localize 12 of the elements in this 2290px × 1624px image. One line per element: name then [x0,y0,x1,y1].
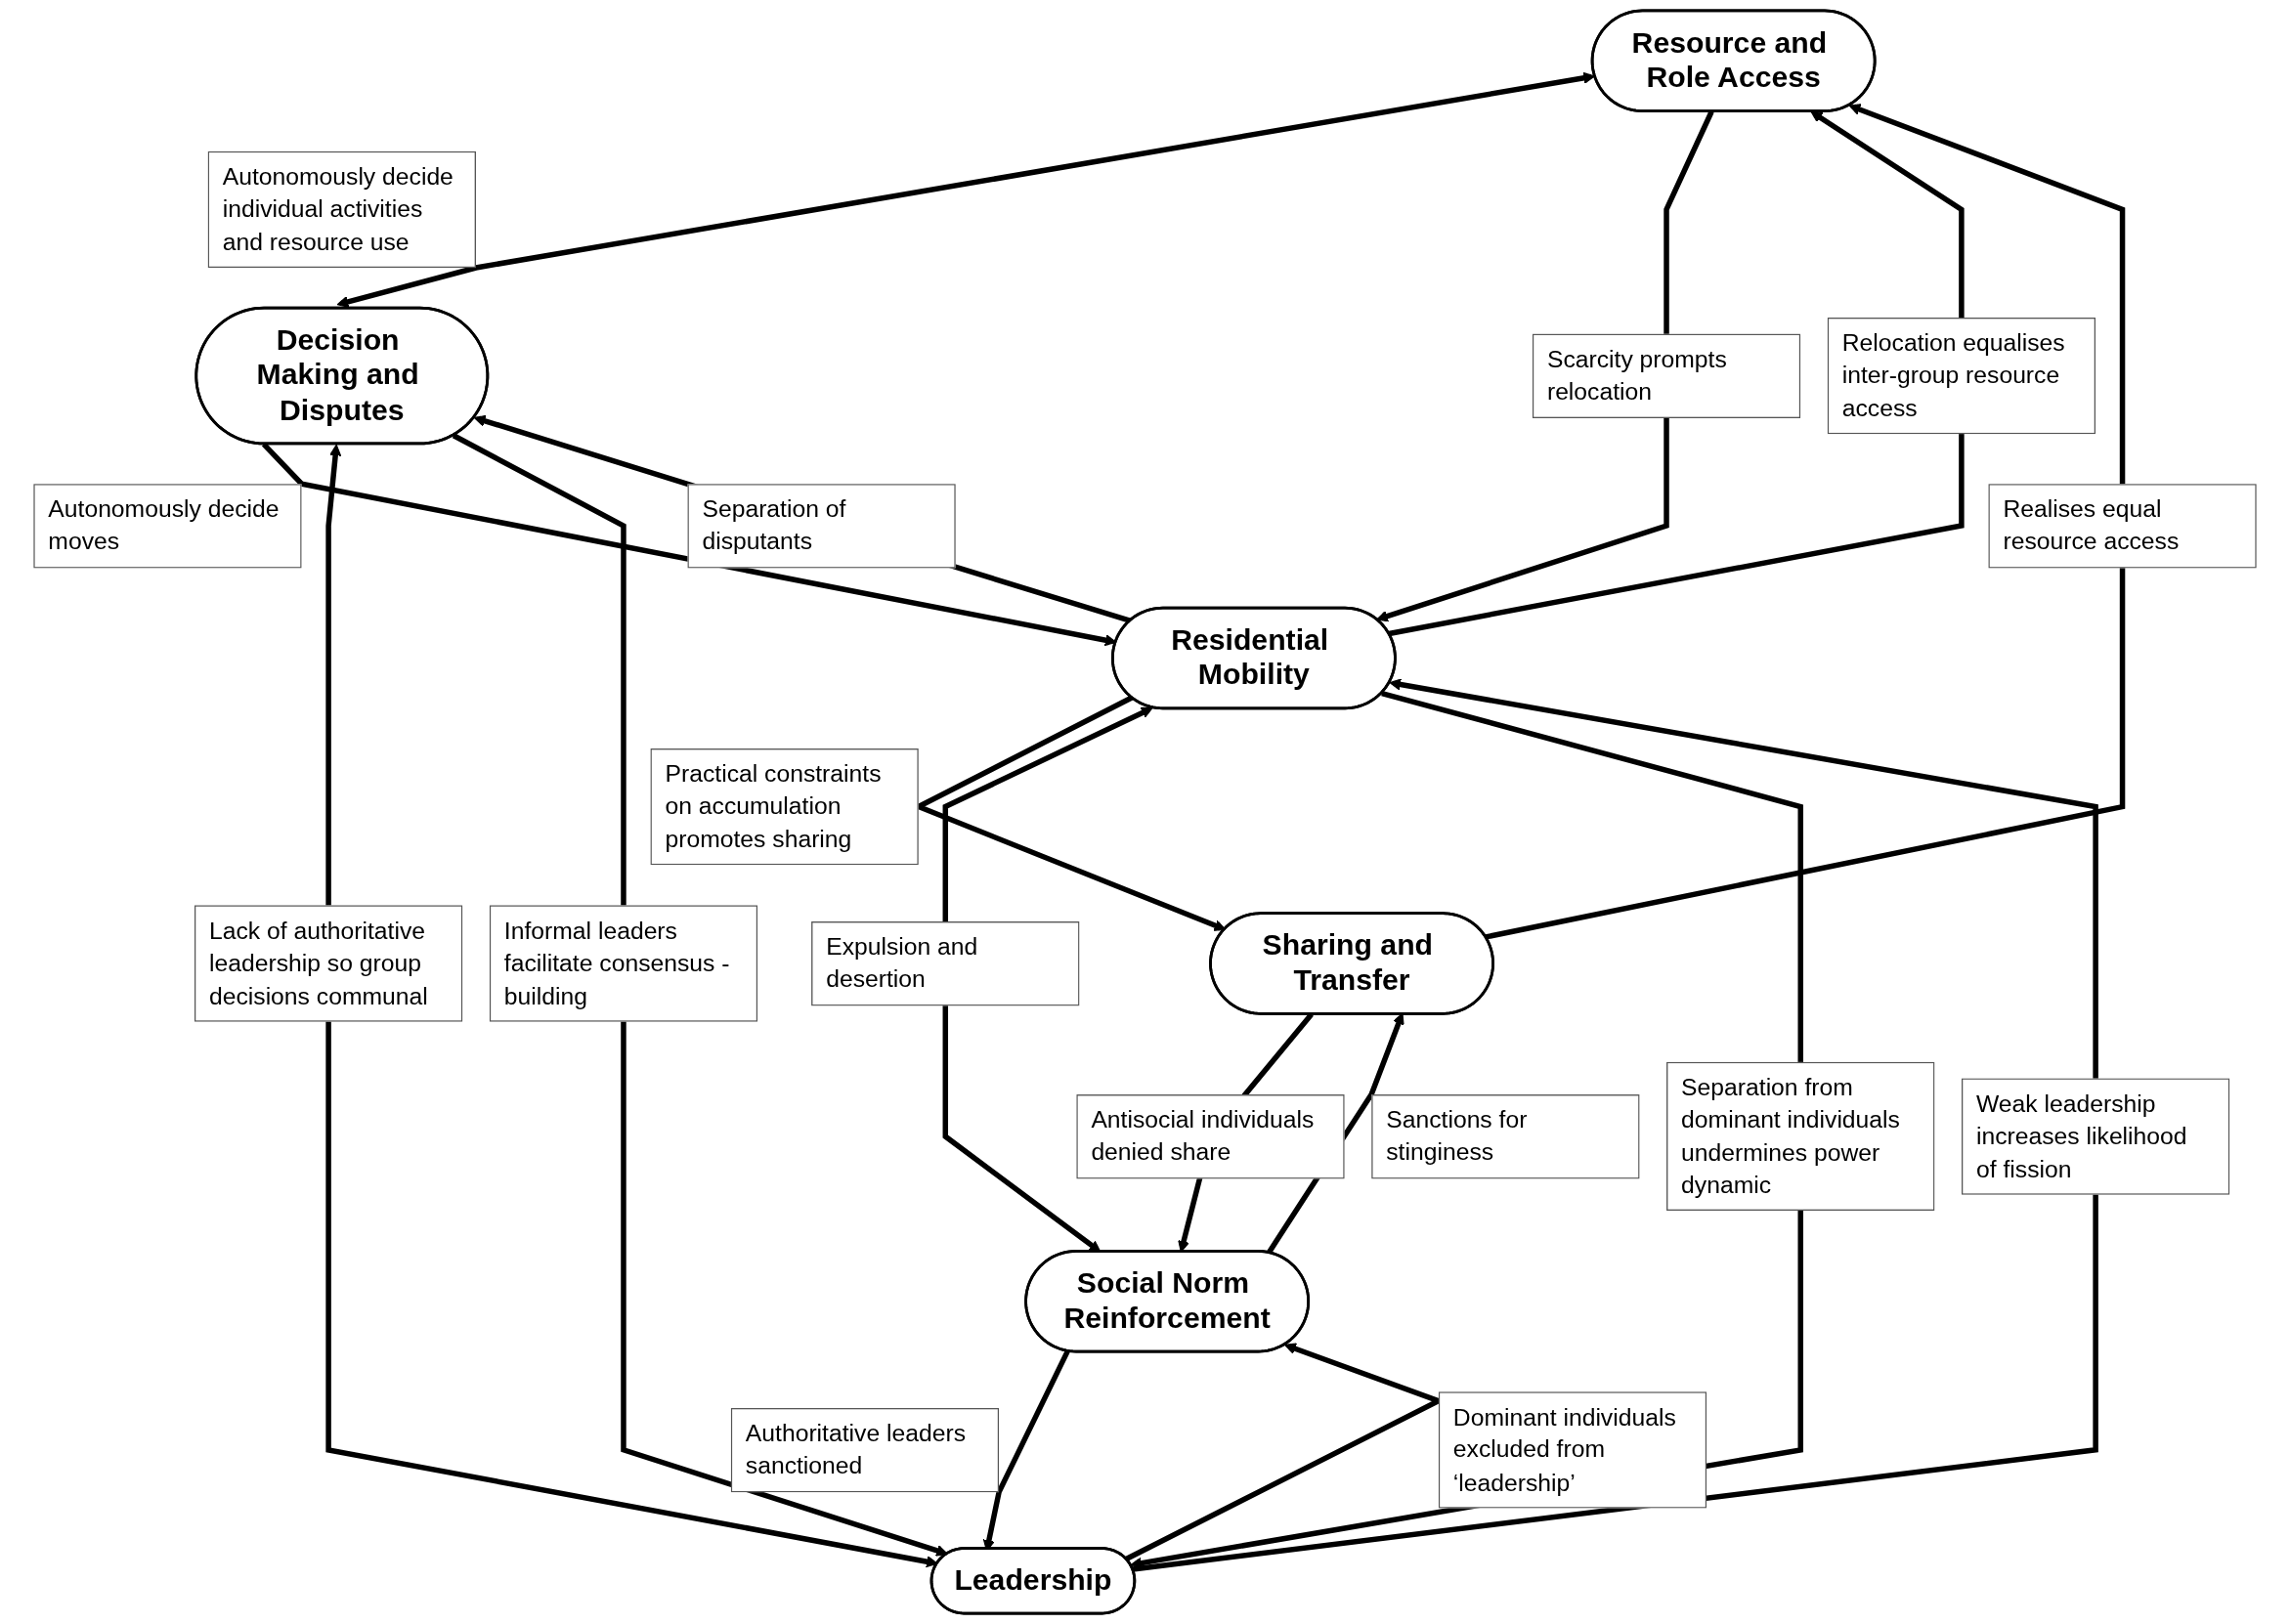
stadium-node: Social Norm Reinforcement [1024,1250,1311,1353]
stadium-node: Residential Mobility [1111,606,1397,710]
arrow [336,71,1596,308]
stadium-node: Leadership [929,1547,1137,1615]
arrow [1485,104,2126,940]
arrow [1132,678,2098,1572]
stadium-node: Decision Making and Disputes [194,306,490,446]
arrow [1388,110,1965,637]
stadium-node: Resource and Role Access [1590,9,1877,112]
arrow [325,444,938,1568]
arrow [452,433,948,1557]
stadium-node: Sharing and Transfer [1209,912,1494,1015]
